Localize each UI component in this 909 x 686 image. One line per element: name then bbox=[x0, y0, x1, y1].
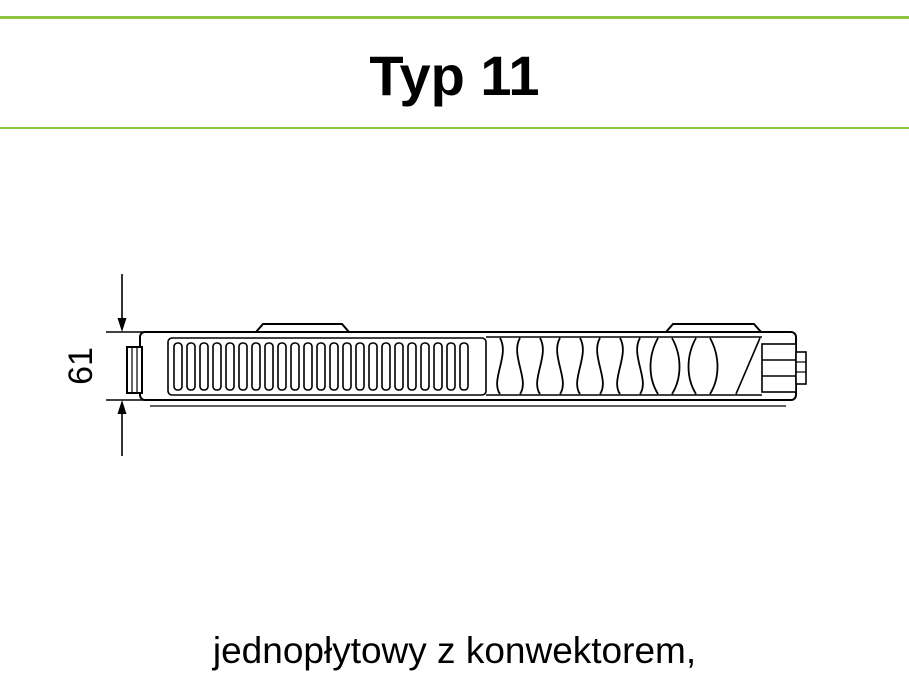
dimension-arrow-down-icon bbox=[117, 318, 127, 332]
caption-text: jednopłytowy z konwektorem, bbox=[212, 630, 697, 671]
convector-corrugation bbox=[496, 337, 719, 395]
end-seam bbox=[735, 337, 761, 395]
radiator-cross-section-diagram: 61 bbox=[62, 274, 807, 456]
dimension-arrow-up-icon bbox=[117, 400, 127, 414]
dimension-label: 61 bbox=[62, 347, 100, 385]
title-rule bbox=[0, 127, 909, 129]
convector-fin-block bbox=[167, 337, 487, 396]
valve-fitting bbox=[761, 343, 807, 393]
mounting-bracket-left bbox=[255, 323, 350, 333]
left-connector-stub bbox=[126, 346, 143, 394]
page-title: Typ 11 bbox=[369, 44, 540, 107]
radiator-body bbox=[126, 323, 807, 407]
mounting-bracket-right bbox=[665, 323, 762, 333]
top-rule bbox=[0, 16, 909, 19]
